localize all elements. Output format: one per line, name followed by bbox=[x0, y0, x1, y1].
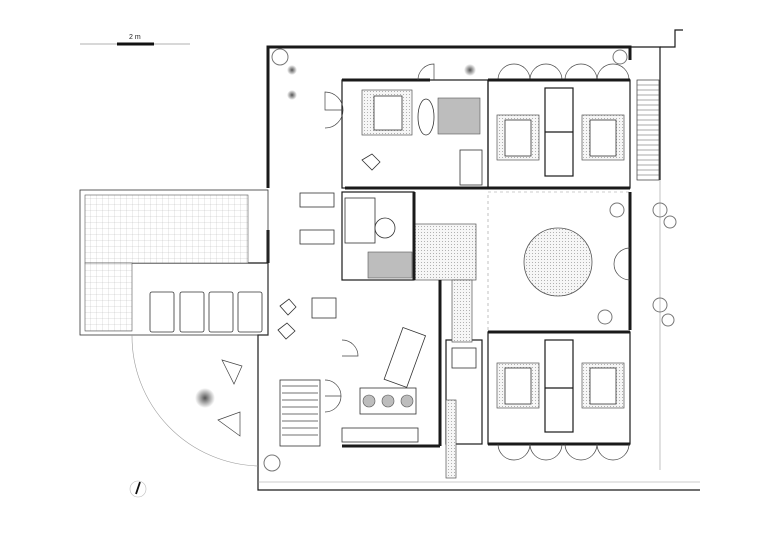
scale-bar: 2 m bbox=[80, 34, 190, 46]
sun-loungers bbox=[149, 291, 263, 333]
master-bedroom bbox=[341, 78, 489, 189]
north-arrow-icon bbox=[129, 480, 147, 498]
living-area bbox=[277, 186, 488, 340]
scale-bar-label: 2 m bbox=[129, 34, 141, 41]
bedrooms-south bbox=[487, 330, 631, 461]
garden-arc bbox=[131, 334, 259, 467]
stairs bbox=[636, 79, 660, 181]
door-swings bbox=[324, 63, 630, 129]
tree-icon bbox=[195, 388, 215, 408]
bathroom-south bbox=[445, 279, 483, 479]
courtyard bbox=[487, 191, 632, 333]
garden-shrubs bbox=[652, 202, 677, 327]
chair-icon bbox=[221, 359, 243, 385]
bedrooms-north bbox=[487, 78, 631, 190]
chair-icon bbox=[217, 411, 241, 437]
swimming-pool bbox=[79, 189, 269, 336]
garden-plants bbox=[263, 48, 628, 472]
kitchen-dining bbox=[279, 280, 442, 448]
